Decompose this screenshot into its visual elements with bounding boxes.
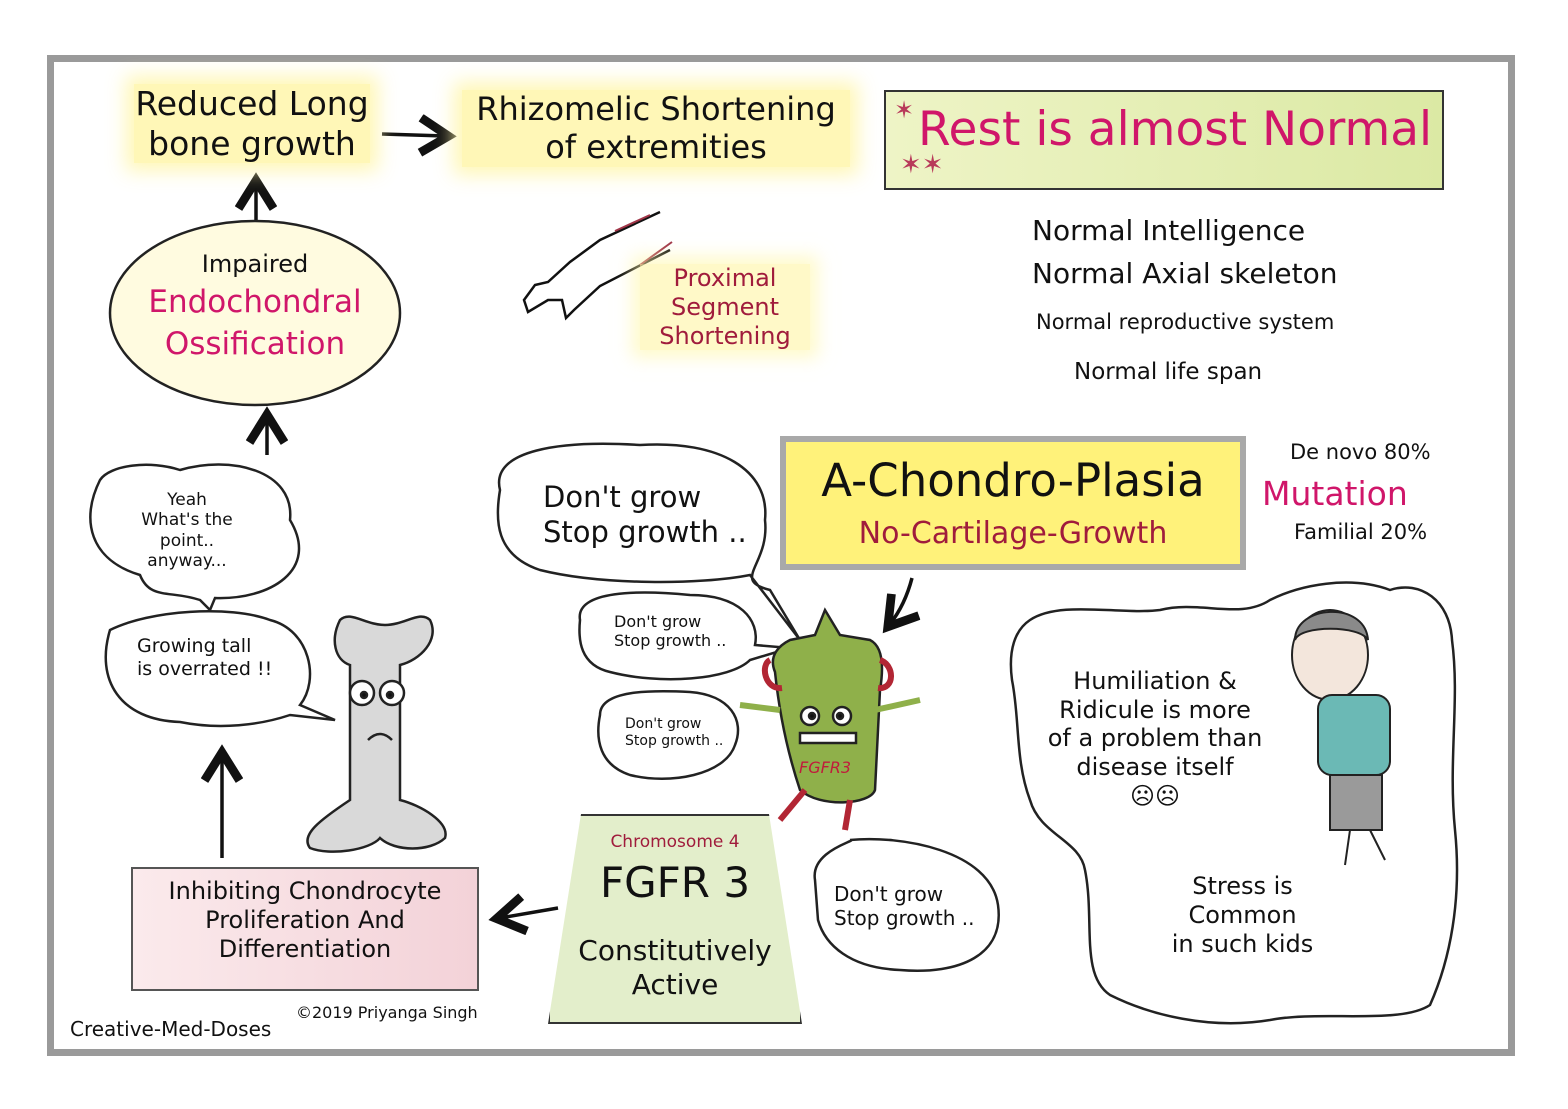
growing-tall-text: Growing tall is overrated !! [137, 635, 273, 680]
proximal-shortening-text: Proximal Segment Shortening [640, 264, 810, 351]
arrow-to-rhizomelic [381, 134, 445, 136]
oval-line-2: Endochondral [148, 284, 362, 320]
rhizomelic-text: Rhizomelic Shortening of extremities [462, 90, 850, 167]
normal-axial-skeleton: Normal Axial skeleton [1032, 257, 1338, 290]
big-bubble-shape [496, 442, 802, 641]
normal-reproductive: Normal reproductive system [1036, 310, 1335, 334]
normal-intelligence: Normal Intelligence [1032, 214, 1306, 247]
yeah-bubble-text: Yeah What's the point.. anyway... [141, 490, 233, 572]
small-bubble-2-text: Don't grow Stop growth .. [625, 716, 724, 749]
stress-text: Stress is Common in such kids [1171, 872, 1314, 958]
small-bubble-1-shape [578, 591, 791, 681]
chromosome-label: Chromosome 4 [610, 832, 740, 852]
sad-face-icon: ☹☹ [1129, 781, 1181, 810]
rest-normal-title: Rest is almost Normal [918, 102, 1433, 157]
oval-line-3: Ossification [164, 326, 346, 362]
de-novo-text: De novo 80% [1290, 440, 1431, 464]
big-bubble-text: Don't grow Stop growth .. [543, 480, 747, 549]
copyright-text: ©2019 Priyanga Singh [296, 1003, 478, 1022]
oval-shape [108, 219, 402, 407]
mutation-label: Mutation [1262, 474, 1408, 513]
small-bubble-2-shape [597, 689, 740, 780]
small-bubble-1-text: Don't grow Stop growth .. [614, 612, 727, 651]
familial-text: Familial 20% [1294, 520, 1428, 544]
arm-sketch [522, 210, 673, 321]
growing-tall-bubble-shape [104, 610, 336, 728]
main-subtitle: No-Cartilage-Growth [858, 516, 1168, 551]
bone-character [306, 615, 447, 853]
humiliation-text-body: Humiliation & Ridicule is more of a prob… [1047, 666, 1263, 782]
humiliation-text: Humiliation & Ridicule is more of a prob… [1040, 638, 1270, 811]
fgfr3-gene-label: FGFR 3 [599, 858, 751, 907]
main-title: A-Chondro-Plasia [821, 454, 1205, 507]
star-icon: ✶ [894, 96, 915, 124]
yeah-bubble-shape [89, 463, 301, 613]
bottom-bubble-text: Don't grow Stop growth .. [834, 882, 975, 930]
oval-line-1: Impaired [201, 250, 309, 278]
reduced-growth-text: Reduced Long bone growth [134, 84, 370, 164]
oval-label: Impaired Endochondral Ossification [130, 250, 380, 362]
constitutively-active-label: Constitutively Active [578, 934, 772, 1001]
fgfr3-monster [739, 607, 921, 831]
sad-kid [1291, 609, 1391, 866]
normal-life-span: Normal life span [1074, 359, 1263, 385]
bottom-bubble-shape [813, 837, 1000, 972]
rest-normal-box: ✶ ✶✶ Rest is almost Normal [884, 90, 1444, 190]
inhibiting-box: Inhibiting Chondrocyte Proliferation And… [131, 867, 479, 991]
title-box: A-Chondro-Plasia No-Cartilage-Growth [780, 436, 1246, 570]
fgfr3-monster-label: FGFR3 [799, 758, 852, 777]
brand-text: Creative-Med-Doses [70, 1017, 272, 1041]
star-icon: ✶✶ [900, 150, 944, 180]
arrow-to-inhibit [500, 908, 559, 918]
arrow-to-monster [890, 577, 912, 624]
